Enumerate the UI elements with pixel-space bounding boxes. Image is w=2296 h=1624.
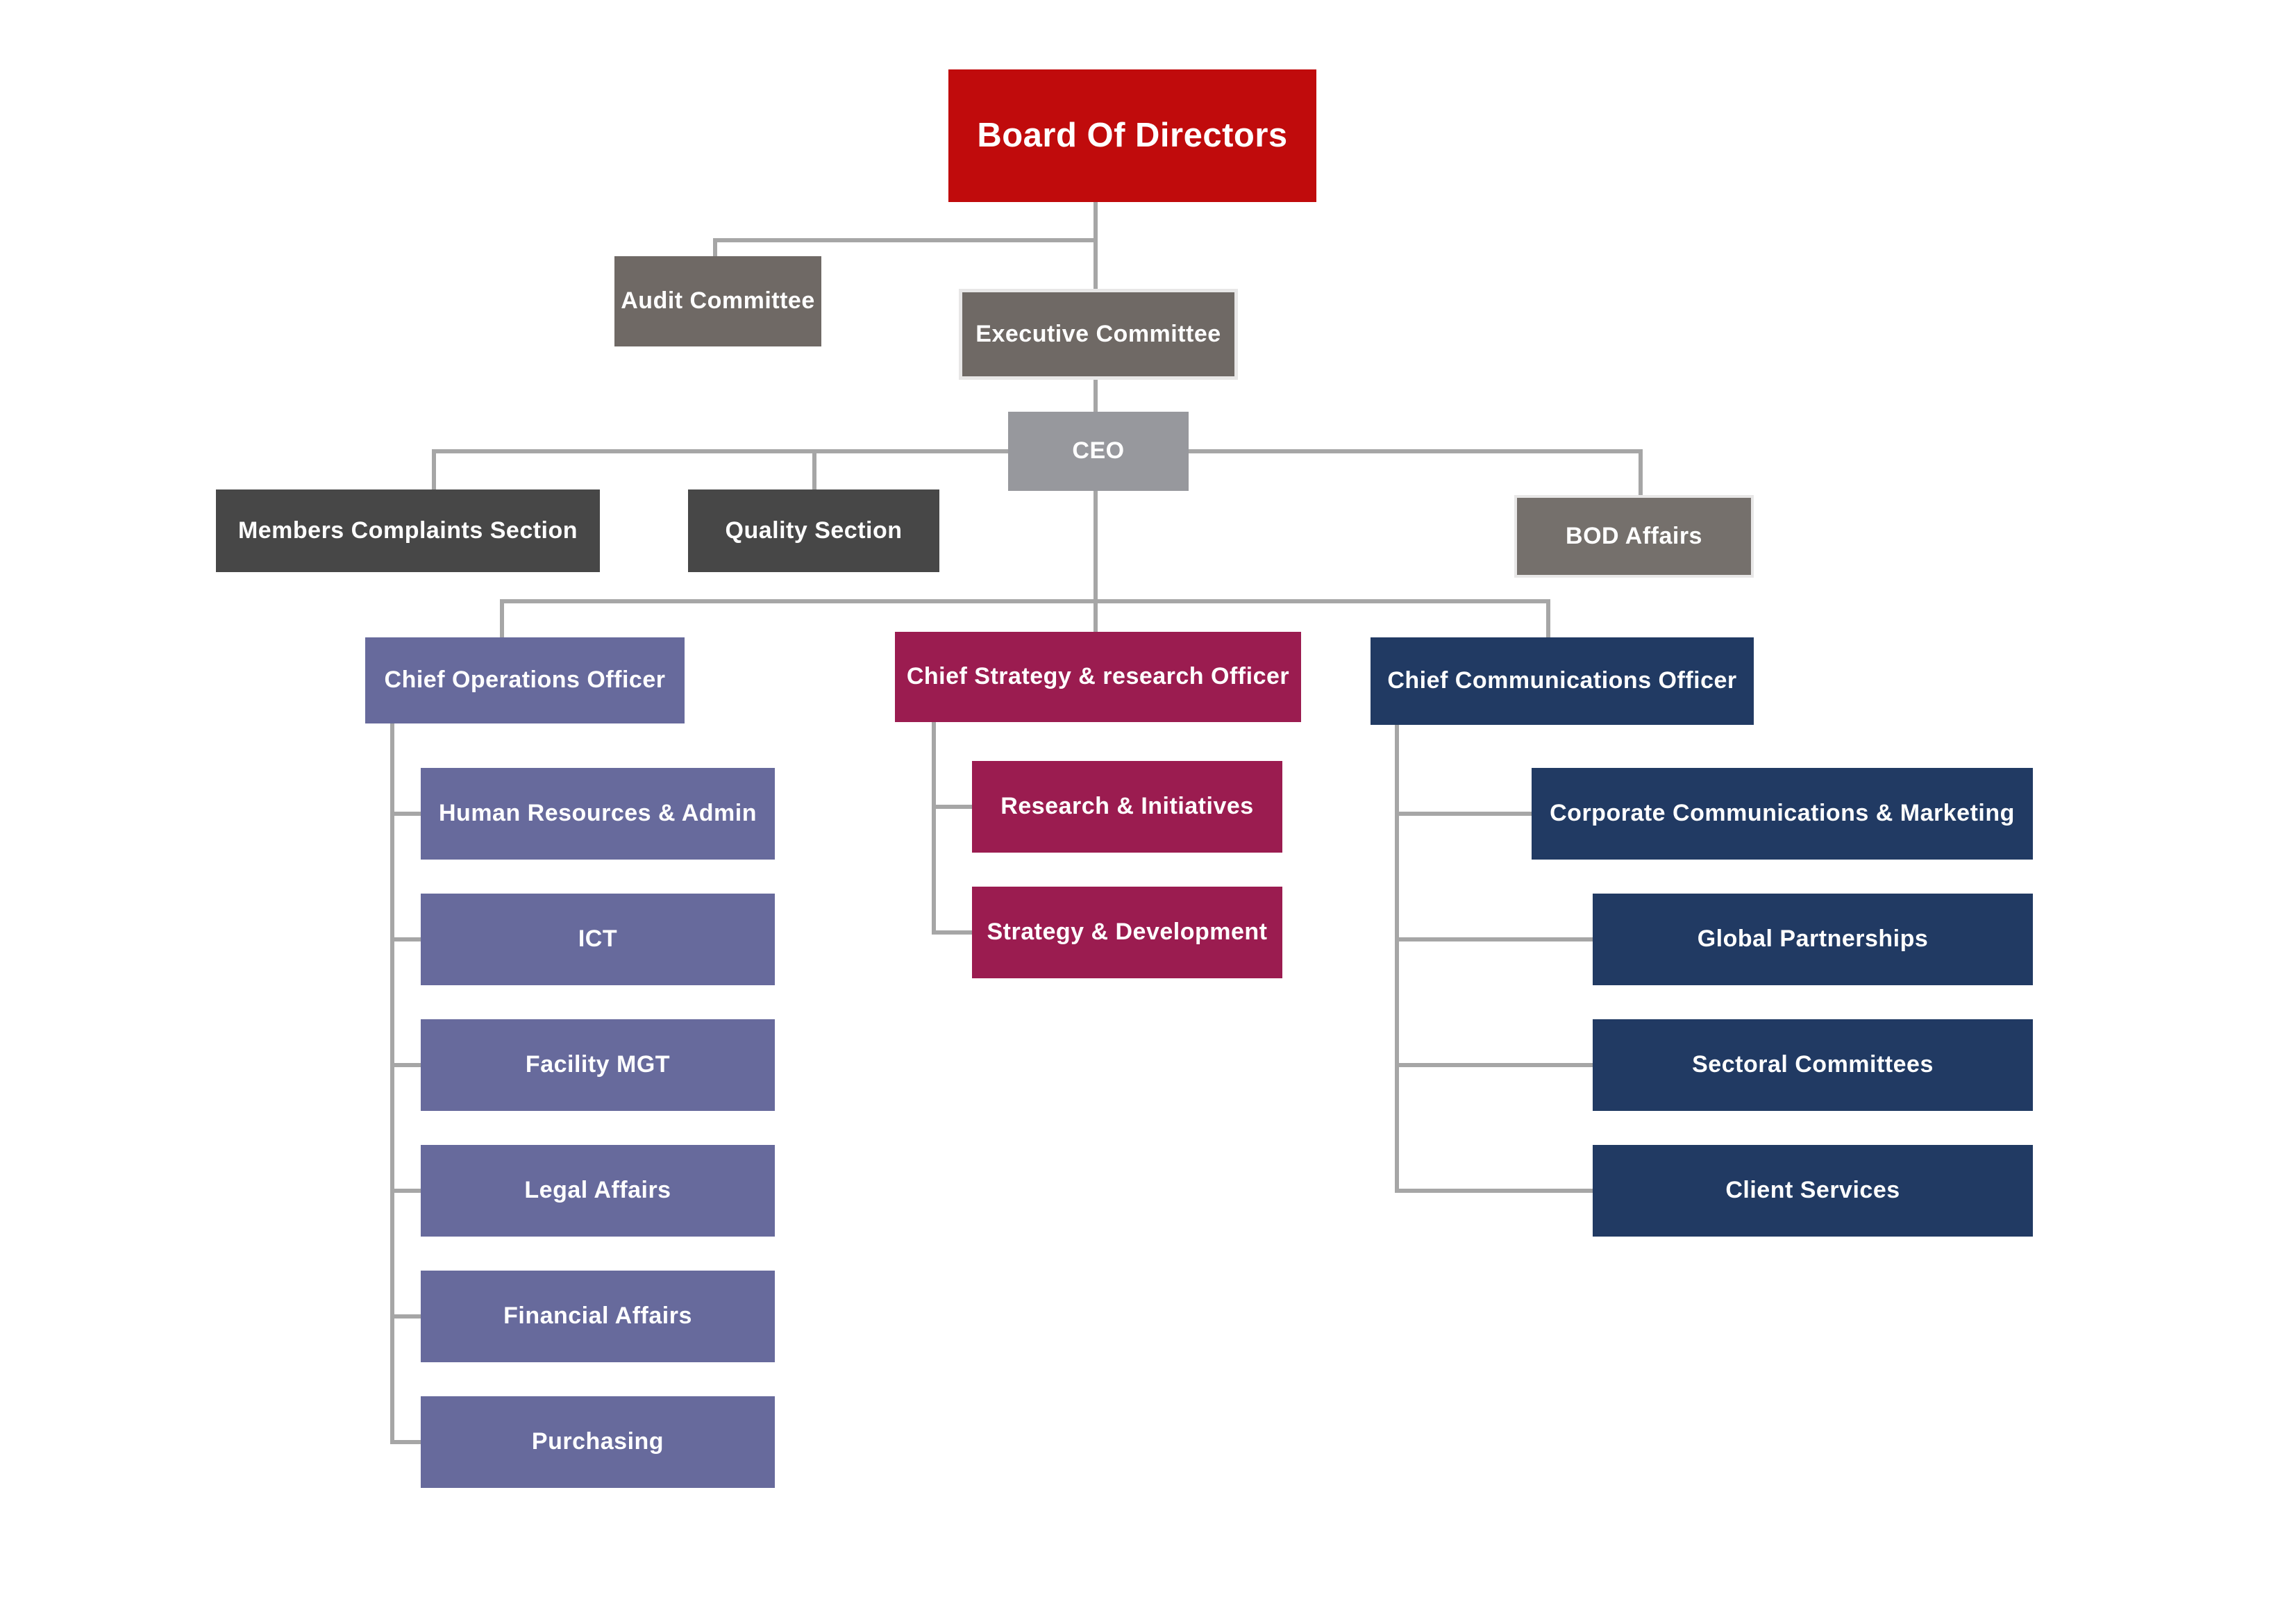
chief-strategy-research-officer-box: Chief Strategy & research Officer [895, 632, 1301, 722]
connector-line [390, 1440, 421, 1444]
connector-line [932, 805, 972, 809]
connector-line [390, 812, 421, 816]
chief-operations-officer-box: Chief Operations Officer [365, 637, 685, 723]
purchasing-box: Purchasing [421, 1396, 775, 1488]
connector-line [1093, 380, 1098, 412]
audit-committee-box: Audit Committee [614, 256, 821, 346]
connector-line [1189, 449, 1641, 453]
ict-box: ICT [421, 894, 775, 985]
connector-line [390, 1314, 421, 1319]
bod-affairs-box: BOD Affairs [1514, 495, 1754, 578]
quality-section-box: Quality Section [688, 489, 939, 572]
members-complaints-section-box: Members Complaints Section [216, 489, 600, 572]
legal-affairs-box: Legal Affairs [421, 1145, 775, 1237]
research-initiatives-box: Research & Initiatives [972, 761, 1282, 853]
connector-line [715, 238, 1096, 242]
connector-line [1395, 937, 1593, 941]
sectoral-committees-box: Sectoral Committees [1593, 1019, 2033, 1111]
connector-line [1395, 725, 1399, 1193]
connector-line [500, 599, 504, 637]
connector-line [932, 722, 936, 935]
connector-line [1093, 599, 1098, 632]
ceo-box: CEO [1008, 412, 1189, 491]
connector-line [390, 937, 421, 941]
connector-line [812, 449, 816, 489]
financial-affairs-box: Financial Affairs [421, 1271, 775, 1362]
executive-committee-box: Executive Committee [959, 289, 1238, 380]
connector-line [432, 449, 436, 489]
client-services-box: Client Services [1593, 1145, 2033, 1237]
connector-line [390, 723, 394, 1444]
board-of-directors-box: Board Of Directors [948, 69, 1316, 202]
connector-line [434, 449, 1008, 453]
chief-communications-officer-box: Chief Communications Officer [1371, 637, 1754, 725]
connector-line [1093, 202, 1098, 289]
facility-mgt-box: Facility MGT [421, 1019, 775, 1111]
connector-line [932, 930, 972, 935]
human-resources-admin-box: Human Resources & Admin [421, 768, 775, 860]
connector-line [1395, 1063, 1593, 1067]
connector-line [1546, 599, 1550, 637]
corporate-communications-marketing-box: Corporate Communications & Marketing [1532, 768, 2033, 860]
connector-line [1093, 491, 1098, 603]
global-partnerships-box: Global Partnerships [1593, 894, 2033, 985]
connector-line [713, 238, 717, 259]
connector-line [390, 1189, 421, 1193]
connector-line [1395, 812, 1532, 816]
strategy-development-box: Strategy & Development [972, 887, 1282, 978]
connector-line [1639, 449, 1643, 495]
connector-line [1395, 1189, 1593, 1193]
connector-line [502, 599, 1550, 603]
connector-line [390, 1063, 421, 1067]
